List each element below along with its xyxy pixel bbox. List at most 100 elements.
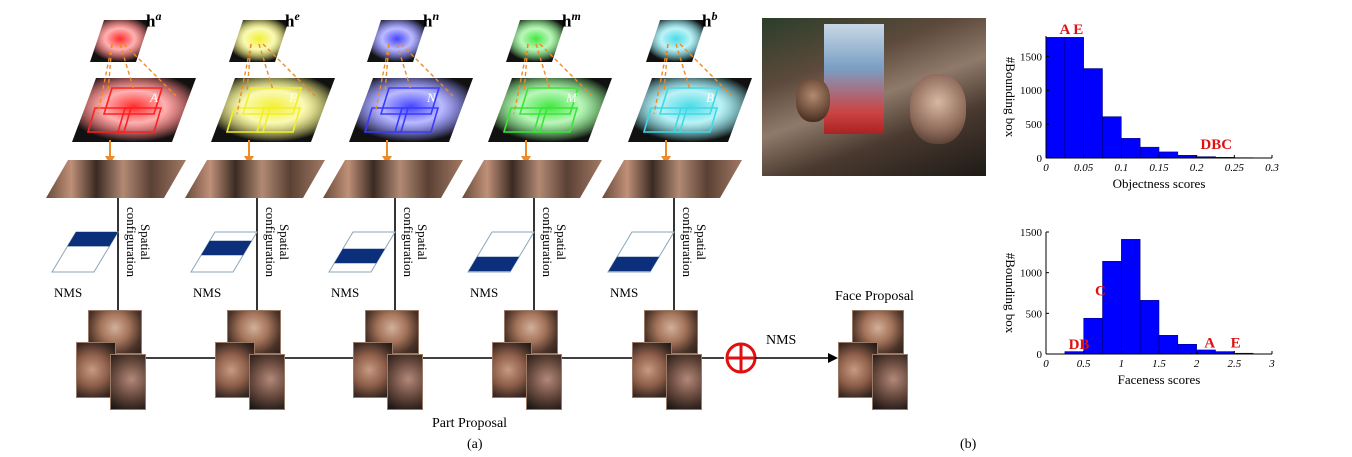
- part-box-3a: [379, 87, 441, 115]
- part-letter-5: B: [706, 90, 714, 105]
- part-proposal-face-2-3: [249, 354, 285, 410]
- histogram-1-xtick-3: 0.1: [1114, 162, 1128, 174]
- histogram-1-bar-7: [1158, 151, 1179, 159]
- part-proposal-face-4-3: [526, 354, 562, 410]
- projection-line-4: [539, 43, 593, 97]
- input-faces-strip-2: [185, 160, 325, 198]
- part-proposal-face-3-2: [353, 342, 393, 398]
- projection-line-1: [119, 43, 135, 91]
- part-box-1a: [102, 87, 164, 115]
- projection-line-5: [675, 43, 691, 91]
- projection-line-4: [535, 43, 551, 91]
- histogram-2-ytick-2: 500: [1026, 308, 1043, 320]
- histogram-2-bar-8: [1177, 343, 1197, 355]
- nms-label-2: NMS: [193, 285, 222, 300]
- histogram-2-annotation-4: E: [1231, 335, 1241, 351]
- projection-line-2: [246, 43, 252, 93]
- projection-line-4: [513, 43, 529, 115]
- part-proposal-face-4-2: [492, 342, 532, 398]
- histogram-1-xtick-4: 0.15: [1149, 162, 1169, 174]
- heatmap-label-3: hn: [423, 9, 439, 32]
- part-letter-1: A: [150, 90, 158, 105]
- heatmap-label-base: h: [562, 11, 572, 31]
- heatmap-label-base: h: [423, 11, 433, 31]
- histogram-2-annotation-1: DB: [1069, 337, 1090, 353]
- histogram-2-bar-4: [1102, 261, 1122, 355]
- heatmap-large-1: [72, 78, 196, 142]
- heatmap-large-5: [628, 78, 752, 142]
- nms-label-5: NMS: [610, 285, 639, 300]
- histogram-1-annotation-2: DBC: [1200, 137, 1232, 153]
- column-2: [185, 20, 335, 312]
- histogram-1-bar-5: [1121, 138, 1141, 159]
- heatmap-label-base: h: [146, 11, 156, 31]
- heatmap-large-4: [488, 78, 612, 142]
- part-proposal-face-5-2: [632, 342, 672, 398]
- projection-line-1: [107, 43, 113, 93]
- poster: [824, 24, 884, 134]
- column-4: [462, 20, 612, 312]
- heatmap-small-5: [646, 20, 706, 62]
- histogram-2-xtick-4: 1.5: [1152, 358, 1166, 370]
- heatmap-small-2: [229, 20, 289, 62]
- part-proposal-face-3-3: [387, 354, 423, 410]
- part-box-5a: [658, 87, 720, 115]
- projection-line-5: [653, 43, 669, 115]
- part-proposal-label: Part Proposal: [432, 416, 508, 431]
- part-box-4c: [532, 107, 579, 133]
- histogram-1-ylabel: #Bounding box: [1003, 57, 1018, 138]
- input-faces-strip-5: [602, 160, 742, 198]
- nms-block-4: [468, 256, 520, 272]
- heatmap-label-sup: b: [711, 9, 718, 23]
- column-5: [602, 20, 752, 312]
- merge-nms-label: NMS: [766, 333, 797, 348]
- histogram-1-bar-3: [1083, 68, 1103, 159]
- projection-line-2: [262, 43, 316, 97]
- merge-arrow-head: [828, 353, 838, 363]
- histogram-1-xtick-1: 0: [1043, 162, 1049, 174]
- histogram-1-xlabel: Objectness scores: [1113, 176, 1206, 191]
- part-box-3c: [393, 107, 440, 133]
- face-proposal-face-3: [872, 354, 908, 410]
- part-box-5c: [672, 107, 719, 133]
- histogram-1-xtick-7: 0.3: [1265, 162, 1279, 174]
- histogram-2-xtick-3: 1: [1119, 358, 1125, 370]
- column-1: [46, 20, 196, 312]
- histogram-1-ytick-2: 500: [1026, 119, 1043, 131]
- heatmap-label-sup: e: [294, 9, 300, 23]
- heatmap-small-3: [367, 20, 427, 62]
- heatmap-large-2: [211, 78, 335, 142]
- histogram-2-bar-6: [1139, 300, 1160, 355]
- histogram-1-xtick-6: 0.25: [1225, 162, 1245, 174]
- histogram-1-bar-1: [1045, 37, 1066, 159]
- part-proposal-face-1-2: [76, 342, 116, 398]
- histogram-2-xtick-6: 2.5: [1227, 358, 1241, 370]
- histogram-2-ytick-3: 1000: [1020, 268, 1043, 280]
- histogram-2-ytick-4: 1500: [1020, 227, 1043, 239]
- histogram-1-ytick-4: 1500: [1020, 51, 1043, 63]
- man-face: [796, 78, 830, 122]
- part-proposal-face-1-3: [110, 354, 146, 410]
- part-letter-2: E: [289, 90, 297, 105]
- projection-line-2: [258, 43, 274, 91]
- histogram-2-annotation-2: C: [1095, 283, 1106, 299]
- projection-line-1: [97, 43, 113, 115]
- part-box-1c: [116, 107, 163, 133]
- heatmap-label-5: hb: [702, 9, 717, 32]
- heatmap-label-base: h: [285, 11, 295, 31]
- histogram-1-xtick-5: 0.2: [1190, 162, 1204, 174]
- face-proposal-face-2: [838, 342, 878, 398]
- nms-block-2: [201, 240, 252, 256]
- input-faces-strip-4: [462, 160, 602, 198]
- projection-line-3: [384, 43, 390, 93]
- part-letter-3: N: [427, 90, 436, 105]
- part-proposal-face-2-2: [215, 342, 255, 398]
- histogram-2-xtick-1: 0: [1043, 358, 1049, 370]
- histogram-2-xtick-2: 0.5: [1077, 358, 1091, 370]
- spatial-config-label-3: Spatial configuration: [401, 207, 430, 278]
- heatmap-label-base: h: [702, 11, 712, 31]
- histogram-2-annotation-3: A: [1204, 335, 1215, 351]
- histogram-1-xtick-2: 0.05: [1074, 162, 1094, 174]
